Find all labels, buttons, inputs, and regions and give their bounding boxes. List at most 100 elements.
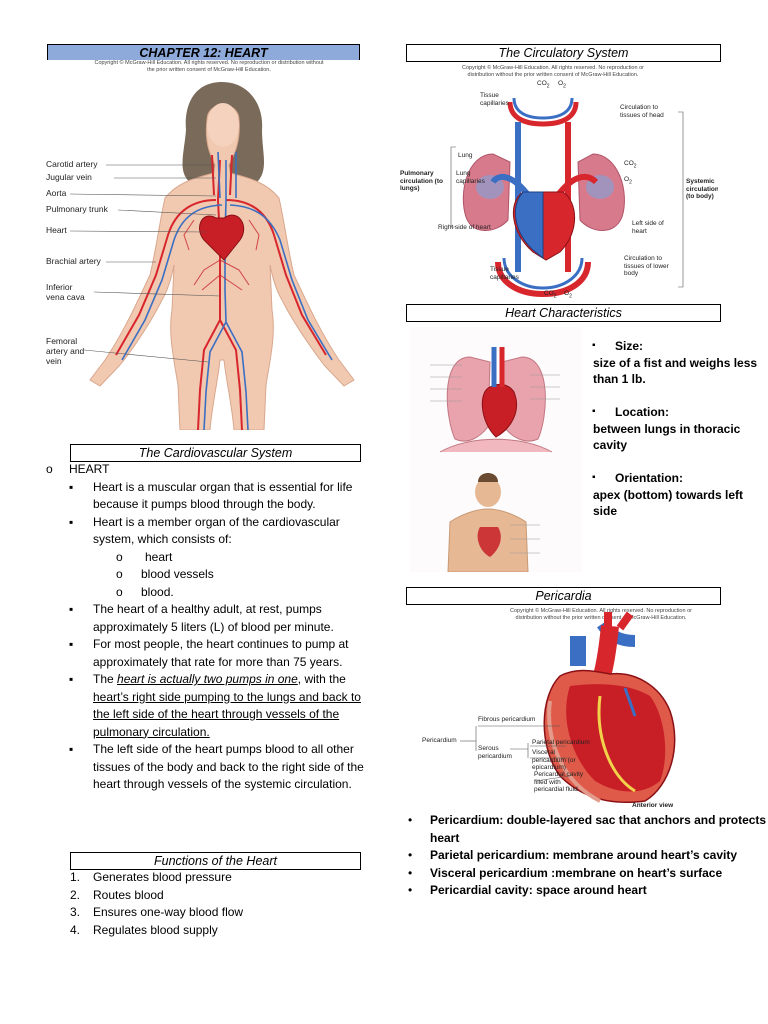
pericardia-item-bold: Visceral pericardium :membrane on heart’…: [430, 865, 723, 880]
pericardia-item: • Parietal pericardium: membrane around …: [408, 847, 768, 865]
chapter-title: CHAPTER 12: HEART: [47, 44, 360, 61]
pericardia-item: • Pericardial cavity: space around heart: [408, 882, 768, 900]
pericardia-bullet: •: [408, 813, 413, 827]
circ-co2-top: CO2: [537, 80, 550, 91]
pericardium-figure: Copyright © McGraw-Hill Education. All r…: [420, 606, 720, 812]
bullet-text: Heart is a muscular organ that is essent…: [93, 479, 353, 512]
label-inferior-vena-cava: Inferior vena cava: [46, 282, 85, 302]
sub-item-text: blood vessels: [141, 567, 214, 581]
two-pumps-mid: , with the: [297, 672, 346, 686]
circ-co2-bottom: CO2: [544, 290, 557, 301]
co2-text: CO: [624, 160, 634, 167]
label-serous-pericardium: Serous pericardium: [478, 745, 512, 760]
pericardia-item: • Pericardium: double-layered sac that a…: [408, 812, 768, 847]
o2-text: O: [564, 290, 570, 297]
bullet-item: ▪ The left side of the heart pumps blood…: [46, 741, 366, 794]
functions-list: 1. Generates blood pressure 2. Routes bloo…: [70, 869, 370, 939]
characteristic-square: ▪: [592, 406, 596, 417]
label-pericardium: Pericardium: [422, 737, 457, 744]
function-item: 1. Generates blood pressure: [70, 869, 370, 887]
bullet-item: ▪ For most people, the heart continues t…: [46, 636, 366, 671]
subscript: 2: [553, 293, 557, 300]
label-circulation-head: Circulation to tissues of head: [620, 104, 664, 119]
sub-marker: o: [116, 567, 123, 581]
co2-text: CO: [544, 290, 554, 297]
heart-heading-row: o HEART: [46, 461, 366, 479]
cardiovascular-figure: Copyright © McGraw-Hill Education. All r…: [44, 60, 364, 430]
characteristic-desc: size of a fist and weighs less than 1 lb…: [593, 355, 758, 387]
function-text: Generates blood pressure: [93, 870, 232, 884]
function-item: 2. Routes blood: [70, 887, 370, 905]
circulation-diagram: [450, 97, 684, 298]
bullet-square: ▪: [69, 479, 74, 494]
function-number: 1.: [70, 870, 81, 884]
bullet-text: Heart is a member organ of the cardiovas…: [93, 514, 340, 547]
function-item: 3. Ensures one-way blood flow: [70, 904, 370, 922]
characteristic-desc: apex (bottom) towards left side: [593, 487, 744, 519]
bullet-text: For most people, the heart continues to …: [93, 637, 349, 669]
heart-illustration: [460, 611, 676, 803]
two-pumps-underlined: heart’s right side pumping to the lungs …: [93, 689, 361, 739]
sub-item: o blood vessels: [46, 566, 366, 584]
circulatory-system-header: The Circulatory System: [406, 44, 721, 62]
function-number: 2.: [70, 887, 81, 902]
cardiovascular-system-header: The Cardiovascular System: [70, 444, 361, 462]
characteristic-title: Size:: [615, 339, 644, 353]
functions-header: Functions of the Heart: [70, 852, 361, 870]
label-pulmonary-trunk: Pulmonary trunk: [46, 204, 108, 214]
bullet-item-two-pumps: ▪ The heart is actually two pumps in one…: [46, 671, 366, 741]
pericardia-bullet: •: [408, 865, 413, 880]
function-text: Routes blood: [93, 887, 164, 902]
label-tissue-capillaries-bottom: Tissue capillaries: [490, 266, 519, 281]
subscript: 2: [569, 293, 572, 300]
sub-marker: o: [116, 584, 123, 599]
sub-item: o heart: [46, 549, 366, 567]
label-circulation-lower: Circulation to tissues of lower body: [624, 255, 669, 277]
heart-characteristics-header: Heart Characteristics: [406, 304, 721, 322]
bullet-item: ▪ The heart of a healthy adult, at rest,…: [46, 601, 366, 636]
label-pericardial-cavity: Pericardial cavity filled with pericardi…: [534, 771, 584, 793]
sub-item-text: blood.: [141, 584, 174, 599]
pericardia-item-bold: Pericardial cavity:: [430, 883, 537, 897]
bullet-text: The heart of a healthy adult, at rest, p…: [93, 602, 334, 634]
label-pulmonary-circulation: Pulmonary circulation (to lungs): [400, 170, 443, 192]
figure-copyright: Copyright © McGraw-Hill Education. All r…: [94, 60, 324, 73]
pericardia-item: • Visceral pericardium :membrane on hear…: [408, 865, 768, 883]
bullet-item: ▪ Heart is a muscular organ that is esse…: [46, 479, 366, 514]
sub-marker: o: [116, 549, 123, 564]
label-lung-capillaries: Lung capillaries: [456, 170, 485, 185]
subscript: 2: [563, 83, 566, 90]
function-number: 3.: [70, 905, 81, 919]
bullet-square: ▪: [69, 742, 74, 756]
function-number: 4.: [70, 922, 81, 937]
circulatory-figure: Copyright © McGraw-Hill Education. All r…: [398, 62, 718, 302]
subscript: 2: [629, 179, 632, 186]
label-fibrous-pericardium: Fibrous pericardium: [478, 716, 536, 723]
bullet-item: ▪ Heart is a member organ of the cardiov…: [46, 514, 366, 549]
two-pumps-pre: The: [93, 672, 118, 686]
function-text: Ensures one-way blood flow: [93, 905, 244, 919]
label-right-side-heart: Right side of heart: [438, 224, 491, 231]
label-visceral-pericardium: Visceral pericardium (or epicardium): [532, 749, 576, 771]
label-tissue-capillaries-top: Tissue capillaries: [480, 92, 509, 107]
label-lung: Lung: [458, 152, 473, 159]
label-aorta: Aorta: [46, 188, 67, 198]
pericardia-item-rest: space around heart: [536, 883, 647, 897]
characteristic-square: ▪: [592, 472, 596, 483]
subscript: 2: [633, 163, 637, 170]
bullet-square: ▪: [69, 514, 74, 529]
label-brachial-artery: Brachial artery: [46, 256, 101, 266]
circ-co2-right: CO2: [624, 160, 637, 171]
label-femoral-artery-vein: Femoral artery and vein: [46, 336, 85, 366]
heart-heading: HEART: [69, 462, 110, 476]
label-jugular-vein: Jugular vein: [46, 172, 92, 182]
label-carotid-artery: Carotid artery: [46, 159, 98, 169]
subscript: 2: [546, 83, 550, 90]
pericardia-bullet: •: [408, 848, 413, 862]
pericardia-list: • Pericardium: double-layered sac that a…: [408, 812, 768, 900]
characteristic-desc: between lungs in thoracic cavity: [593, 421, 741, 453]
o2-text: O: [558, 80, 564, 87]
characteristic-orientation: ▪ Orientation: apex (bottom) towards lef…: [592, 470, 763, 520]
pericardia-item-bold: Pericardium: double-layered sac that anc…: [430, 813, 767, 845]
sub-item: o blood.: [46, 584, 366, 602]
